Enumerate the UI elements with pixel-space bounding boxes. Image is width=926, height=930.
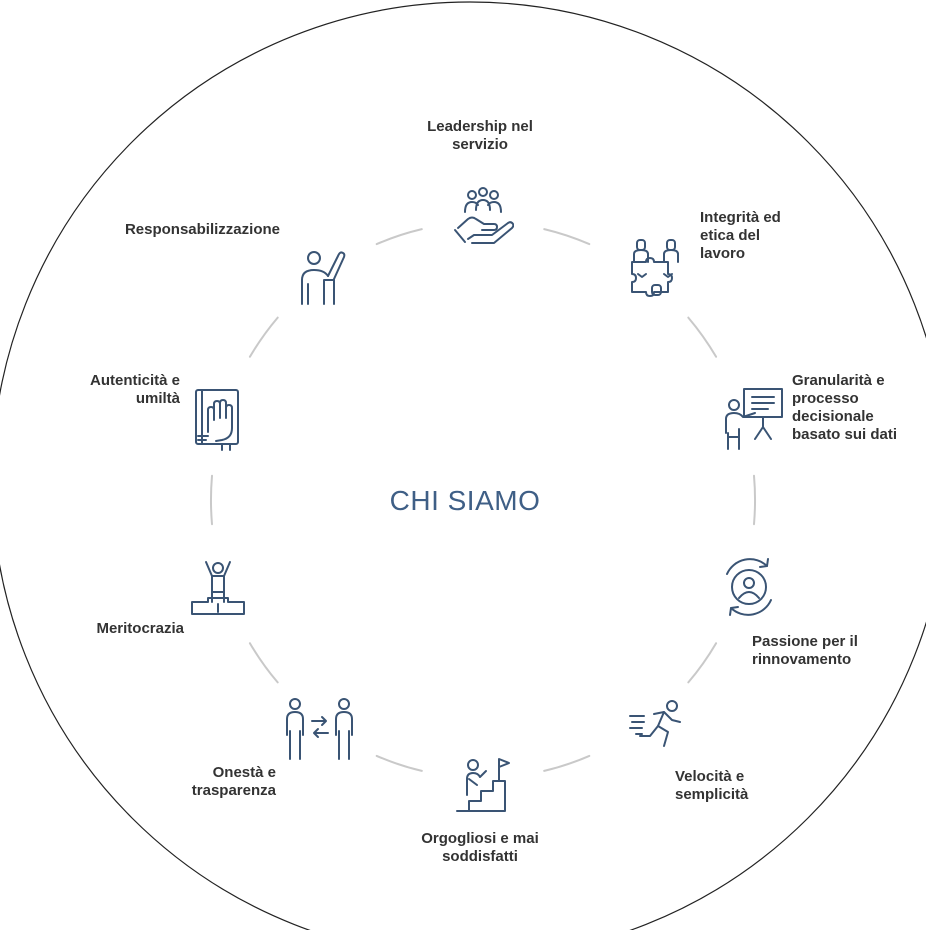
value-label-passione: Passione per il rinnovamento [752,633,858,668]
value-label-autenticita: Autenticità e umiltà [89,372,180,407]
value-label-responsabilizzazione: Responsabilizzazione [124,221,280,238]
climbing-stairs-flag-icon [455,755,513,813]
center-title: CHI SIAMO [389,485,541,516]
value-label-velocita: Velocità e semplicità [675,768,749,803]
podium-winner-icon [190,560,246,616]
ring-arc [248,642,279,684]
presenter-board-icon [722,385,786,453]
ring-arc [543,228,591,246]
ring-arc [209,474,213,526]
value-label-integrita: Integrità ed etica del lavoro [700,209,781,262]
puzzle-people-icon [628,237,686,305]
people-exchange-icon [284,697,356,761]
ring-arc [375,228,423,246]
value-label-onesta: Onestà e trasparenza [191,764,276,799]
value-label-leadership: Leadership nel servizio [427,118,533,153]
raised-hand-person-icon [298,244,346,306]
refresh-person-icon [718,556,780,618]
running-person-icon [628,700,688,748]
hands-group-icon [452,186,514,246]
ring-arcs [209,228,757,772]
ring-arc [375,754,423,772]
ring-arc [753,474,757,526]
hand-oath-book-icon [194,388,242,452]
ring-arc [687,316,718,358]
ring-arc [248,316,279,358]
value-label-orgogliosi: Orgogliosi e mai soddisfatti [421,830,539,865]
ring-arc [543,754,591,772]
ring-arc [687,642,718,684]
value-label-granularita: Granularità e processo decisionale basat… [792,372,898,443]
value-label-meritocrazia: Meritocrazia [96,620,184,637]
